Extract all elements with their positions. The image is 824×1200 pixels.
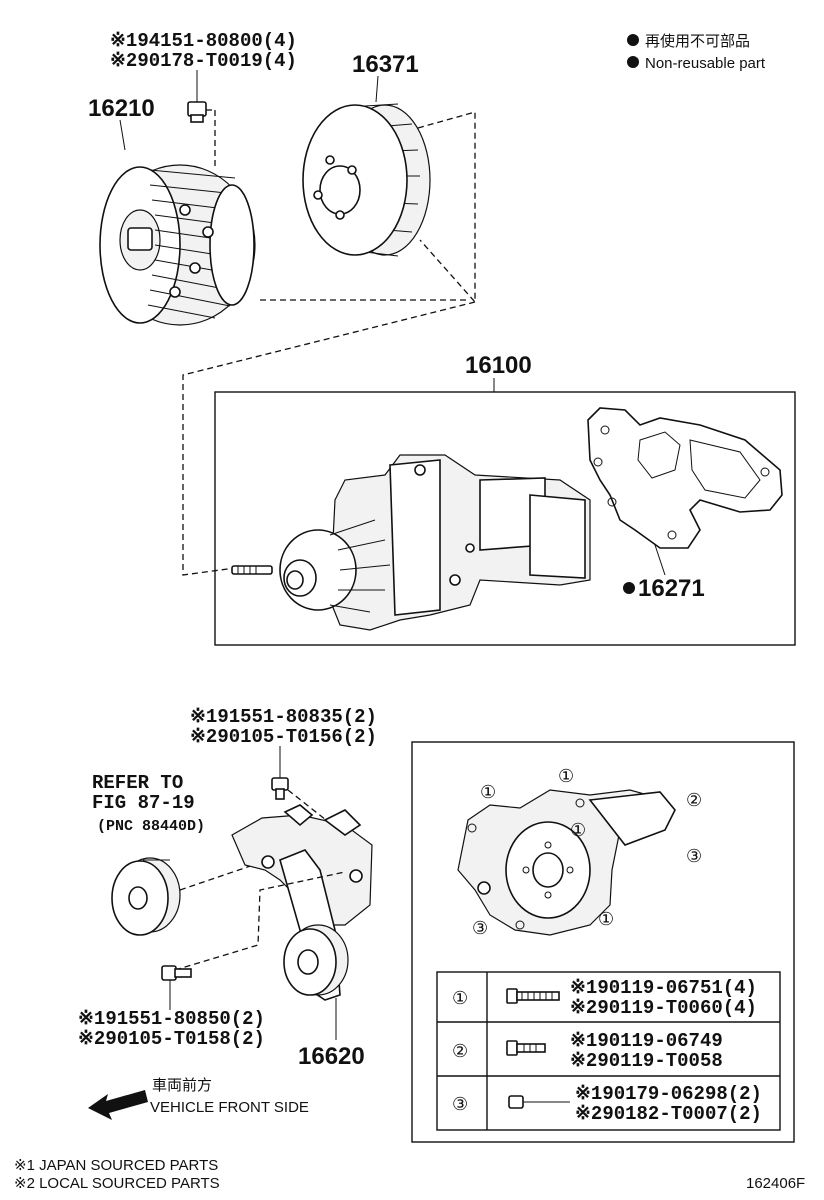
figure-id: 162406F <box>746 1175 805 1192</box>
table-row[interactable]: ② ※190119-06749 ※290119-T0058 <box>452 1030 723 1072</box>
water-pump-assembly-box <box>214 391 796 646</box>
front-jp: 車両前方 <box>152 1077 212 1094</box>
water-pump-pn[interactable]: 16100 <box>465 352 532 379</box>
gasket[interactable] <box>587 407 783 549</box>
pulley[interactable] <box>302 103 431 257</box>
refer-line-2: FIG 87-19 <box>92 792 195 814</box>
non-reusable-dot-icon <box>627 56 639 68</box>
refer-line-1: REFER TO <box>92 772 183 794</box>
front-en: VEHICLE FRONT SIDE <box>150 1099 309 1116</box>
table-row-pn-2: ※290119-T0060(4) <box>570 997 757 1019</box>
fan-clutch-nut-pn-1[interactable]: ※194151-80800(4) <box>110 30 297 52</box>
footnote-1: ※1 JAPAN SOURCED PARTS <box>14 1157 218 1174</box>
table-row-pn-2: ※290182-T0007(2) <box>575 1103 762 1125</box>
table-row-marker: ① <box>452 988 468 1009</box>
table-row-pn-1: ※190179-06298(2) <box>575 1083 762 1105</box>
fan-clutch-nut[interactable] <box>187 101 207 123</box>
table-row-marker: ③ <box>452 1094 468 1115</box>
nut-icon <box>508 1095 570 1109</box>
vehicle-front-arrow-icon <box>88 1090 148 1120</box>
marker-1: ① <box>558 766 574 787</box>
non-reusable-dot-icon <box>627 34 639 46</box>
marker-1: ① <box>570 820 586 841</box>
medium-bolt-icon <box>506 1040 546 1056</box>
marker-3: ③ <box>472 918 488 939</box>
gasket-pn[interactable]: 16271 <box>638 575 705 602</box>
bracket-bolt-top-pn-2[interactable]: ※290105-T0156(2) <box>190 726 377 748</box>
pulley-pn[interactable]: 16371 <box>352 51 419 78</box>
bracket-bolt-top[interactable] <box>271 777 289 800</box>
fan-clutch[interactable] <box>99 164 256 326</box>
table-row[interactable]: ① ※190119-06751(4) ※290119-T0060(4) <box>452 977 757 1019</box>
bracket-bolt-bot-pn-2[interactable]: ※290105-T0158(2) <box>78 1028 265 1050</box>
legend-jp: 再使用不可部品 <box>645 33 750 50</box>
legend: 再使用不可部品 Non-reusable part <box>627 33 766 72</box>
bracket-bolt-top-pn-1[interactable]: ※191551-80835(2) <box>190 706 377 728</box>
table-row-marker: ② <box>452 1041 468 1062</box>
fan-clutch-nut-pn-2[interactable]: ※290178-T0019(4) <box>110 50 297 72</box>
water-pump[interactable] <box>231 454 591 631</box>
bracket-bolt-bottom[interactable] <box>161 965 192 981</box>
marker-1: ① <box>598 909 614 930</box>
tensioner-pulley[interactable] <box>283 924 349 996</box>
marker-1: ① <box>480 782 496 803</box>
refer-line-3: (PNC 88440D) <box>97 818 205 835</box>
bracket-bolt-bot-pn-1[interactable]: ※191551-80850(2) <box>78 1008 265 1030</box>
table-row-pn-2: ※290119-T0058 <box>570 1050 723 1072</box>
tensioner-pn[interactable]: 16620 <box>298 1043 365 1070</box>
long-bolt-icon <box>506 988 560 1004</box>
bolt-table: ① ※190119-06751(4) ※290119-T0060(4) ② ※1… <box>436 971 781 1131</box>
table-row-pn-1: ※190119-06749 <box>570 1030 723 1052</box>
bolt-position-box <box>411 741 795 1143</box>
marker-2: ② <box>686 790 702 811</box>
table-row[interactable]: ③ ※190179-06298(2) ※290182-T0007(2) <box>452 1083 762 1125</box>
fan-clutch-pn[interactable]: 16210 <box>88 95 155 122</box>
water-pump-rear-view[interactable] <box>457 789 676 936</box>
footnote-2: ※2 LOCAL SOURCED PARTS <box>14 1175 220 1192</box>
non-reusable-dot-icon <box>623 582 635 594</box>
marker-3: ③ <box>686 846 702 867</box>
legend-en: Non-reusable part <box>645 55 766 72</box>
idler-pulley[interactable] <box>111 857 181 936</box>
table-row-pn-1: ※190119-06751(4) <box>570 977 757 999</box>
